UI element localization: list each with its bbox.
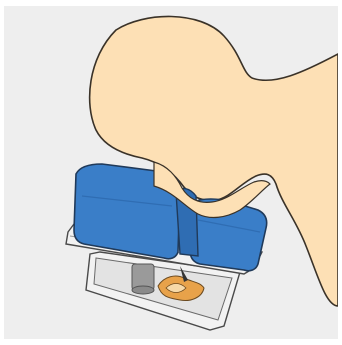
illustration-panel xyxy=(4,6,338,339)
illustration-svg xyxy=(4,6,338,339)
